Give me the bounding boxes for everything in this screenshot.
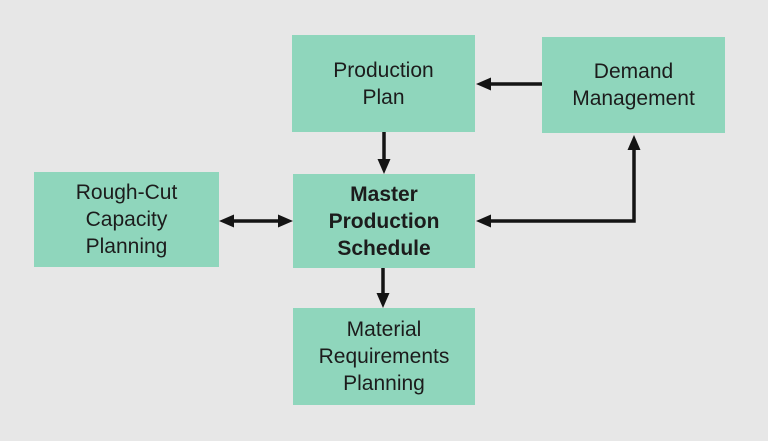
node-label-line: Planning	[343, 372, 425, 395]
arrow-rough-cut-capacity-planning-mps-bidirectional	[219, 214, 293, 228]
node-label-line: Plan	[362, 85, 405, 109]
node-material-requirements-planning: Material Requirements Planning	[293, 308, 475, 405]
node-label-line: Production	[328, 209, 440, 233]
node-label-line: Rough-Cut	[75, 181, 178, 204]
node-master-production-schedule: Master Production Schedule	[293, 174, 475, 268]
node-demand-management: Demand Management	[542, 37, 725, 133]
arrow-production-plan-to-master-production-schedule	[377, 132, 391, 174]
node-label-line: Requirements	[318, 345, 450, 368]
node-rough-cut-capacity-planning: Rough-Cut Capacity Planning	[34, 172, 219, 267]
arrow-demand-management-to-production-plan	[476, 77, 542, 91]
node-label-line: Demand	[593, 60, 674, 83]
node-label-line: Capacity	[85, 208, 168, 231]
arrow-mps-to-material-requirements-planning	[376, 268, 390, 308]
node-label-line: Schedule	[337, 236, 431, 260]
node-label-line: Material	[346, 318, 422, 341]
arrow-mps-demand-management-bidirectional	[476, 135, 641, 228]
node-label-line: Management	[572, 87, 695, 110]
node-production-plan: Production Plan	[292, 35, 475, 132]
node-label-line: Planning	[85, 235, 168, 258]
node-label-line: Master	[350, 182, 418, 206]
node-label-line: Production	[333, 58, 434, 82]
